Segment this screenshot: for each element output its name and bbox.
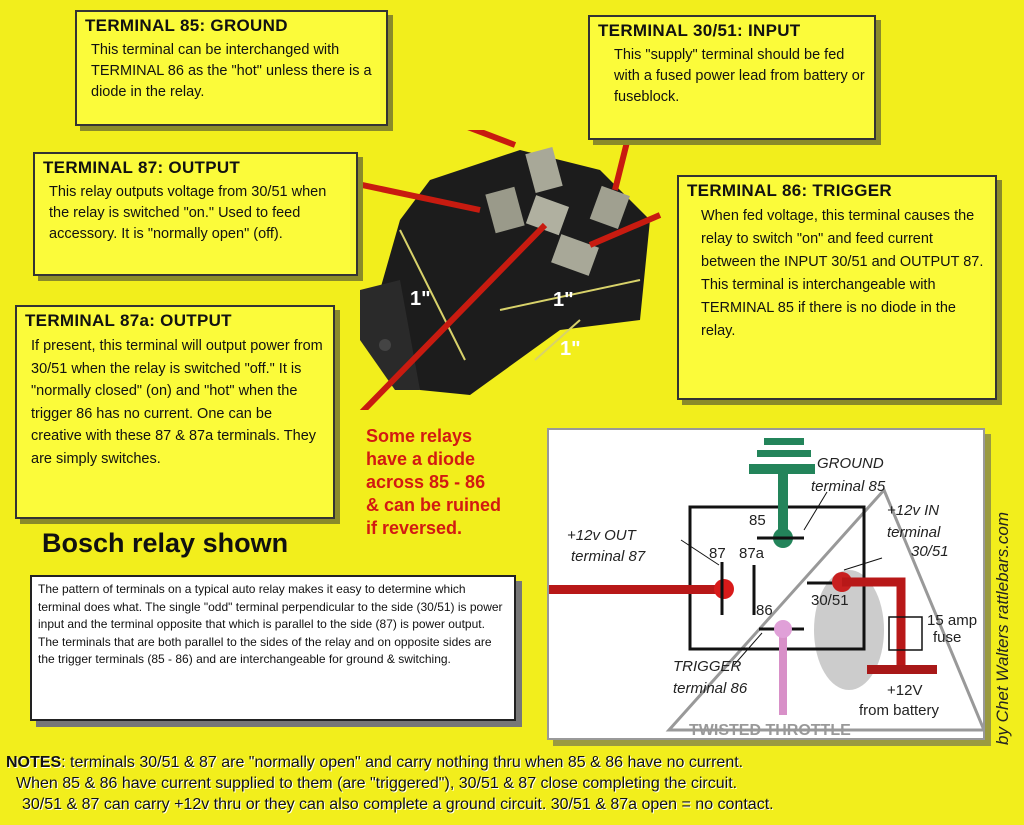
trigger-terminal-label: terminal 86 <box>673 680 748 697</box>
watermark-text: TWISTED THROTTLE <box>689 722 851 739</box>
pin-85: 85 <box>749 512 766 529</box>
terminal-85-box: TERMINAL 85: GROUND This terminal can be… <box>75 10 388 126</box>
fuse-label: 15 amp <box>927 612 978 629</box>
terminal-85-text: This terminal can be interchanged with T… <box>91 42 372 100</box>
warning-line: & can be ruined <box>366 495 502 515</box>
terminal-87-text: This relay outputs voltage from 30/51 wh… <box>49 184 327 242</box>
notes-line: When 85 & 86 have current supplied to th… <box>16 775 738 792</box>
in-label: +12v IN <box>887 502 940 519</box>
terminal-87a-title: TERMINAL 87a: OUTPUT <box>25 311 232 330</box>
notes-line: : terminals 30/51 & 87 are "normally ope… <box>61 754 744 771</box>
out-terminal-label: terminal 87 <box>571 548 646 565</box>
warning-line: have a diode <box>366 449 476 469</box>
trigger-wire <box>779 630 787 715</box>
trigger-label: TRIGGER <box>673 658 742 675</box>
out-label: +12v OUT <box>567 527 636 544</box>
terminal-87a-box: TERMINAL 87a: OUTPUT If present, this te… <box>15 305 335 519</box>
pin-87a: 87a <box>739 545 765 562</box>
battery-label-2: from battery <box>859 702 940 719</box>
warning-line: across 85 - 86 <box>366 472 486 492</box>
notes-label: NOTES <box>6 754 62 771</box>
warning-line: Some relays <box>366 426 473 446</box>
in-terminal-number: 30/51 <box>911 543 949 560</box>
warning-line: if reversed. <box>366 518 463 538</box>
dim-label: 1" <box>560 338 581 360</box>
notes: NOTES: terminals 30/51 & 87 are "normall… <box>6 752 1016 815</box>
terminal-3051-box: TERMINAL 30/51: INPUT This "supply" term… <box>588 15 876 140</box>
terminal-86-title: TERMINAL 86: TRIGGER <box>687 181 892 200</box>
pin-3051: 30/51 <box>811 592 849 609</box>
output-wire <box>549 585 724 594</box>
schematic-drawing <box>549 438 983 732</box>
terminal-87-box: TERMINAL 87: OUTPUT This relay outputs v… <box>33 152 358 276</box>
diode-warning: Some relays have a diode across 85 - 86 … <box>366 425 501 540</box>
input-wire <box>842 577 906 668</box>
relay-schematic: GROUND terminal 85 +12v OUT terminal 87 … <box>547 428 985 740</box>
notes-line: 30/51 & 87 can carry +12v thru or they c… <box>22 796 774 813</box>
dim-label: 1" <box>410 288 431 310</box>
battery-label: +12V <box>887 682 923 699</box>
in-terminal-label: terminal <box>887 524 941 541</box>
battery-terminal <box>867 665 937 674</box>
watermark-triangle <box>665 487 983 732</box>
terminal-85-title: TERMINAL 85: GROUND <box>85 16 288 35</box>
terminal-87a-text: If present, this terminal will output po… <box>31 338 323 467</box>
ground-label: GROUND <box>817 455 884 472</box>
terminal-86-box: TERMINAL 86: TRIGGER When fed voltage, t… <box>677 175 997 400</box>
credit: by Chet Walters rattlebars.com <box>993 511 1012 745</box>
fuse <box>888 616 923 651</box>
watermark-figure <box>814 570 884 690</box>
ground-symbol <box>749 438 815 548</box>
fuse-label-2: fuse <box>933 629 962 646</box>
terminal-86-text: When fed voltage, this terminal causes t… <box>701 208 984 339</box>
relay-photo: 1" 1" 1" <box>350 130 662 410</box>
pin-87: 87 <box>709 545 726 562</box>
ground-terminal-label: terminal 85 <box>811 478 886 495</box>
terminal-87-title: TERMINAL 87: OUTPUT <box>43 158 241 177</box>
caption: Bosch relay shown <box>42 528 289 558</box>
dim-label: 1" <box>553 289 574 311</box>
pin-86: 86 <box>756 602 773 619</box>
terminal-3051-title: TERMINAL 30/51: INPUT <box>598 21 801 40</box>
terminal-3051-text: This "supply" terminal should be fed wit… <box>614 47 865 105</box>
explanation-box: The pattern of terminals on a typical au… <box>30 575 516 721</box>
